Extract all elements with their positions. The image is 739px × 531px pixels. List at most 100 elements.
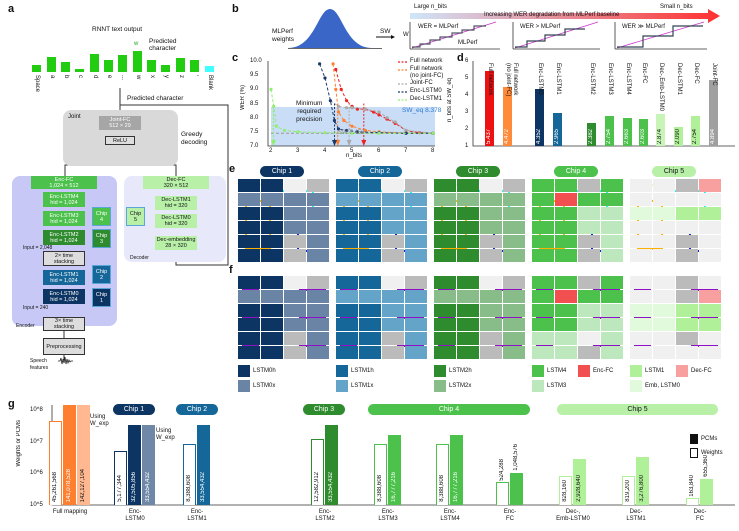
nbits-category-label: Enc-FC [641, 63, 647, 84]
crossbar-tile [532, 235, 554, 248]
chip-pill-g: Chip 2 [176, 404, 218, 415]
min-precision-annotation: Minimum required precision [296, 100, 323, 123]
pcm-bar [325, 425, 338, 505]
y-tick-d: 5 [465, 75, 469, 81]
legend-label-e: LSTM3 [547, 383, 567, 389]
legend-swatch-e [434, 365, 446, 377]
crossbar-tile [382, 318, 404, 331]
crossbar-tile [284, 304, 306, 317]
group-label-g: Enc- LSTM4 [440, 509, 460, 522]
nbits-bar [709, 79, 718, 146]
crossbar-tile [336, 318, 358, 331]
chip-header: Chip 4 [554, 166, 598, 177]
nbits-category-label: Joint-FC [711, 63, 717, 86]
series-point [363, 107, 368, 111]
enc-lstm0-box: Enc-LSTM0 hid = 1,024 [43, 289, 85, 304]
legend-label-e: LSTM1 [645, 368, 665, 374]
crossbar-tile [555, 235, 577, 248]
crossbar-tile [434, 179, 456, 192]
crossbar-tile [653, 193, 675, 206]
crossbar-tile [601, 249, 623, 262]
crossbar-tile [555, 179, 577, 192]
char-label: Space [34, 75, 40, 93]
speech-features-label: Speech features [30, 358, 49, 371]
bar-value-label: 33,554,432 [145, 471, 151, 502]
legend-label-e: LSTM0h [253, 368, 276, 374]
crossbar-tile [480, 207, 502, 220]
nbits-value-label: 2.382 [588, 128, 594, 144]
crossbar-tile [676, 304, 698, 317]
nbits-value-label: 2.754 [692, 128, 698, 144]
char-prob-bar [205, 65, 214, 72]
crossbar-tile [601, 193, 623, 206]
crossbar-tile [382, 235, 404, 248]
crossbar-tile [434, 318, 456, 331]
crossbar-tile [261, 290, 283, 303]
time-stacking-3x-box: 3× time stacking [43, 317, 85, 331]
crossbar-tile [630, 346, 652, 359]
panel-label-a: a [8, 3, 15, 15]
nbits-bar [691, 116, 700, 146]
crossbar-tile [601, 304, 623, 317]
nbits-category-label: Full network (no joint-FC) [505, 63, 518, 97]
bar-value-label: 32,505,856 [131, 471, 137, 502]
crossbar-tile [676, 346, 698, 359]
crossbar-tile [503, 179, 525, 192]
crossbar-tile [503, 346, 525, 359]
preprocessing-box: Preprocessing [43, 338, 85, 355]
crossbar-tile [238, 179, 260, 192]
crossbar-tile [457, 346, 479, 359]
y-tick-g: 10^5 [30, 502, 43, 508]
crossbar-tile [555, 193, 577, 206]
legend-label-e: LSTM1h [351, 368, 374, 374]
crossbar-tile [653, 318, 675, 331]
chip-pill-g: Chip 1 [113, 404, 155, 415]
pcm-bar [700, 479, 713, 505]
nbits-category-label: Dec-FC [693, 63, 699, 84]
sw-value-label: SW 7.452 [338, 130, 365, 136]
crossbar-tile [601, 318, 623, 331]
weights-bar [436, 444, 449, 505]
legend-swatch-e [336, 380, 348, 392]
crossbar-tile [555, 249, 577, 262]
series-point [355, 107, 359, 111]
crossbar-tile [336, 346, 358, 359]
crossbar-tile [699, 318, 721, 331]
char-prob-bar [118, 55, 127, 72]
crossbar-tile [630, 249, 652, 262]
y-tick-d: 1 [465, 143, 469, 149]
nbits-value-label: 4.894 [710, 128, 716, 144]
bar-value-label: 524,288 [499, 458, 505, 481]
input-240-label: Input = 240 [23, 305, 49, 311]
crossbar-tile [405, 221, 427, 234]
crossbar-tile [630, 179, 652, 192]
crossbar-tile [307, 179, 329, 192]
crossbar-tile [261, 221, 283, 234]
series-point [404, 128, 408, 133]
crossbar-tile [284, 207, 306, 220]
series-point [363, 128, 368, 133]
crossbar-tile [434, 290, 456, 303]
crossbar-tile [238, 290, 260, 303]
crossbar-tile [555, 290, 577, 303]
crossbar-tile [555, 304, 577, 317]
legend-label-e: Emb, LSTM0 [645, 383, 681, 389]
crossbar-tile [503, 235, 525, 248]
input-2048-label: Input = 2,048 [23, 245, 53, 251]
small-nbits-label: Small n_bits [660, 4, 693, 10]
panel-label-f: f [229, 264, 233, 276]
crossbar-tile [601, 221, 623, 234]
crossbar-tile [382, 346, 404, 359]
group-label-g: Enc- FC [503, 509, 517, 522]
series-point [334, 67, 338, 72]
x-tick-c: 8 [431, 148, 435, 154]
crossbar-tile [699, 304, 721, 317]
crossbar-tile [405, 249, 427, 262]
legend-label-c: Full network [410, 58, 443, 65]
nbits-value-label: 2.965 [554, 128, 560, 144]
y-tick-c: 7.0 [250, 143, 259, 149]
pcm-bar [573, 458, 586, 505]
decoder-label: Decoder [130, 255, 149, 261]
crossbar-tile [359, 290, 381, 303]
crossbar-tile [359, 276, 381, 289]
